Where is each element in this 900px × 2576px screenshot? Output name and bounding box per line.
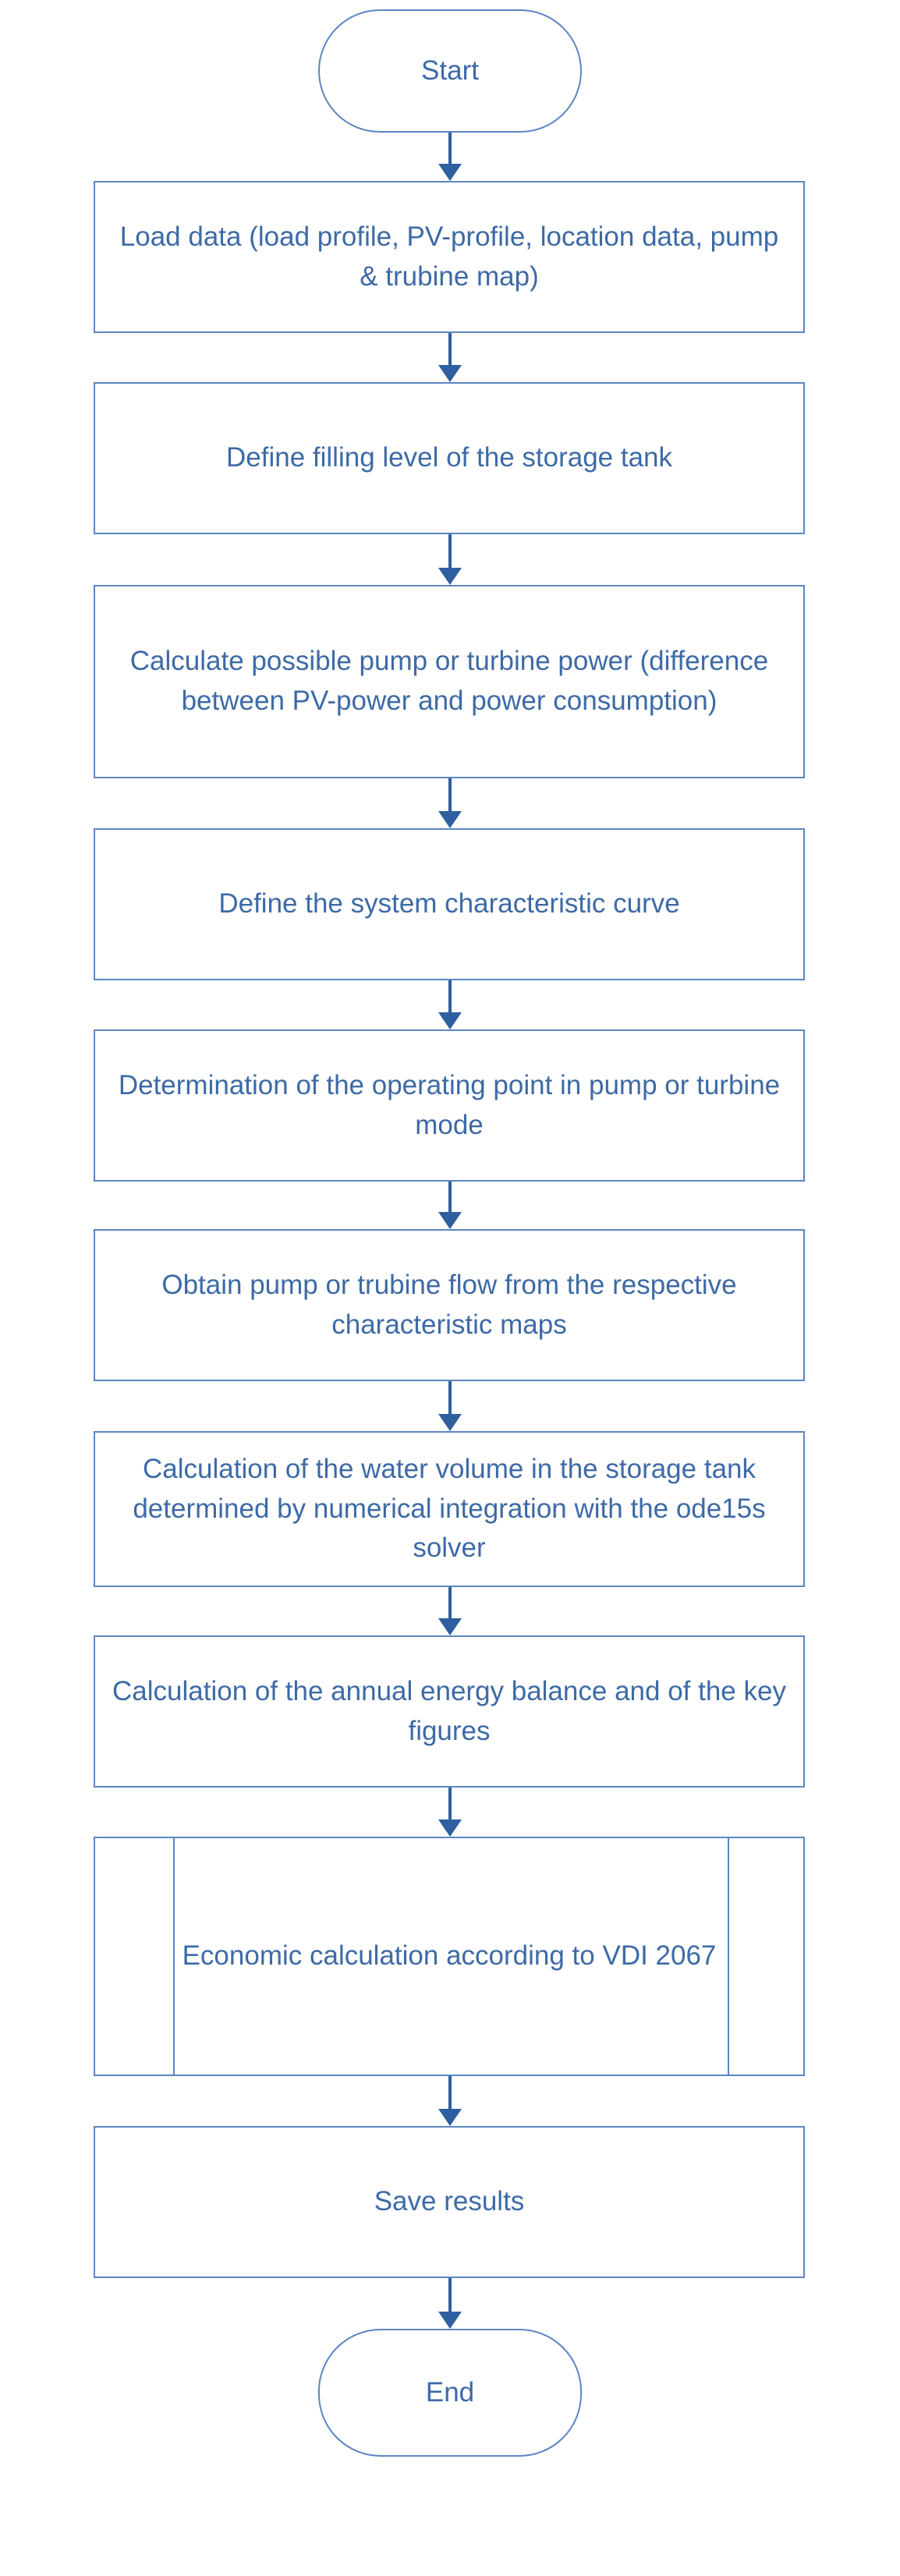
start-terminal: Start (318, 9, 582, 133)
filling-level-step: Define filling level of the storage tank (94, 382, 805, 534)
subprocess-left-bar (173, 1838, 175, 2075)
economic-calculation-step: Economic calculation according to VDI 20… (94, 1837, 805, 2076)
filling-level-label: Define filling level of the storage tank (226, 442, 672, 473)
energy-balance-label: Calculation of the annual energy balance… (112, 1675, 786, 1746)
flow-from-maps-step: Obtain pump or trubine flow from the res… (94, 1229, 805, 1381)
operating-point-step: Determination of the operating point in … (94, 1029, 805, 1182)
flow-from-maps-label: Obtain pump or trubine flow from the res… (161, 1269, 737, 1340)
connector-arrowhead (438, 2109, 462, 2126)
subprocess-right-bar (728, 1838, 729, 2075)
connector-arrowhead (438, 568, 462, 585)
end-terminal: End (318, 2329, 582, 2457)
start-label: Start (421, 55, 479, 86)
save-results-step: Save results (94, 2126, 805, 2278)
operating-point-label: Determination of the operating point in … (118, 1069, 781, 1140)
water-volume-step: Calculation of the water volume in the s… (94, 1431, 805, 1587)
connector-arrowhead (438, 2312, 462, 2329)
energy-balance-step: Calculation of the annual energy balance… (94, 1635, 805, 1788)
connector-arrowhead (438, 164, 462, 181)
load-data-step: Load data (load profile, PV-profile, loc… (94, 181, 805, 333)
economic-calculation-label: Economic calculation according to VDI 20… (182, 1940, 717, 1972)
connector-arrowhead (438, 1819, 462, 1837)
connector-arrowhead (438, 811, 462, 828)
system-curve-label: Define the system characteristic curve (218, 888, 680, 919)
system-curve-step: Define the system characteristic curve (94, 828, 805, 980)
connector-arrowhead (438, 1212, 462, 1229)
load-data-label: Load data (load profile, PV-profile, loc… (119, 221, 779, 292)
pump-turbine-power-label: Calculate possible pump or turbine power… (129, 646, 769, 716)
end-label: End (425, 2376, 475, 2408)
pump-turbine-power-step: Calculate possible pump or turbine power… (94, 585, 805, 778)
connector-arrowhead (438, 1012, 462, 1029)
connector-arrowhead (438, 1618, 462, 1635)
connector-arrowhead (438, 365, 462, 382)
save-results-label: Save results (374, 2186, 525, 2217)
connector-arrowhead (438, 1414, 462, 1431)
water-volume-label: Calculation of the water volume in the s… (133, 1453, 766, 1564)
